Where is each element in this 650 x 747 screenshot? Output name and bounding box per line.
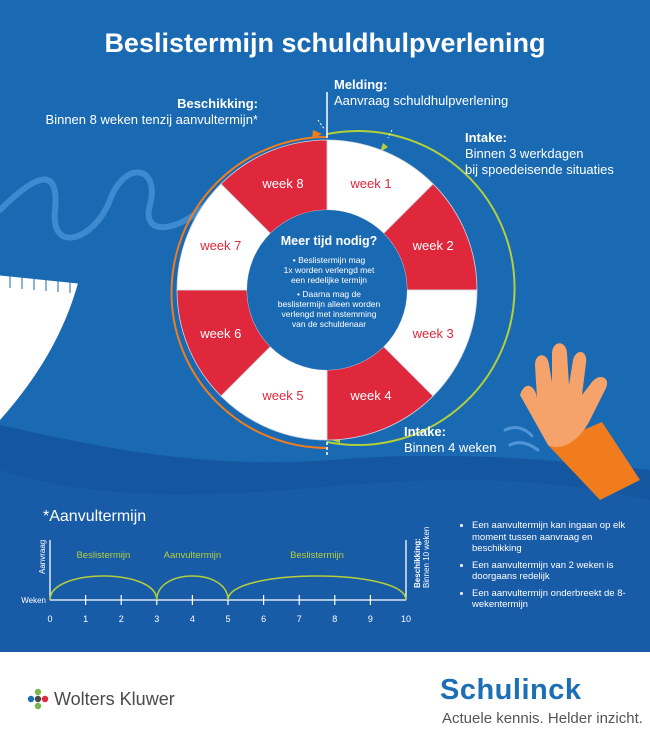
tick-label: 9 xyxy=(368,614,373,624)
period-label: Beslistermijn xyxy=(290,550,344,561)
center-bullet-line: van de schuldenaar xyxy=(292,319,366,329)
intake-pointer xyxy=(387,129,393,139)
beschikking-arc xyxy=(170,136,328,449)
tick-label: 0 xyxy=(47,614,52,624)
period-arc xyxy=(227,575,407,601)
intake-4-weeks-heading: Intake: xyxy=(404,424,446,439)
tick-label: 1 xyxy=(83,614,88,624)
intake-arc xyxy=(326,130,516,446)
sea-wave-dark xyxy=(0,470,650,652)
intake-spoed-line1: Binnen 3 werkdagen xyxy=(465,146,584,161)
week-label: week 6 xyxy=(199,326,241,341)
intake-spoed-line2: bij spoedeisende situaties xyxy=(465,162,614,177)
wolters-kluwer-logo-icon xyxy=(27,688,49,710)
period-arc xyxy=(156,575,229,601)
week-label: week 8 xyxy=(261,176,303,191)
aanvraag-vertical-label: Aanvraag xyxy=(38,540,47,574)
ship-railing-posts xyxy=(9,276,71,293)
center-bullet-line: verlengd met instemming xyxy=(282,309,377,319)
beschikking-heading: Beschikking: xyxy=(177,96,258,111)
intake-spoed-heading: Intake: xyxy=(465,130,507,145)
week-label: week 5 xyxy=(261,388,303,403)
melding-label: Melding: Aanvraag schuldhulpverlening xyxy=(334,77,508,109)
melding-text: Aanvraag schuldhulpverlening xyxy=(334,93,509,108)
schulinck-tagline: Actuele kennis. Helder inzicht. xyxy=(442,710,643,727)
tick-label: 2 xyxy=(119,614,124,624)
period-label: Aanvultermijn xyxy=(164,550,222,561)
tick-label: 8 xyxy=(332,614,337,624)
aanvultermijn-title: *Aanvultermijn xyxy=(43,508,147,525)
week-label: week 7 xyxy=(199,238,241,253)
aanvultermijn-notes: Een aanvultermijn kan ingaan op elk mome… xyxy=(464,520,644,616)
intake-spoed-label: Intake: Binnen 3 werkdagen bij spoedeise… xyxy=(465,130,614,178)
life-ring-center xyxy=(247,210,407,370)
melding-heading: Melding: xyxy=(334,77,388,92)
tick-label: 6 xyxy=(261,614,266,624)
week-label: week 1 xyxy=(349,176,391,191)
intake-4-weeks-text: Binnen 4 weken xyxy=(404,440,497,455)
footer: Wolters Kluwer Schulinck Actuele kennis.… xyxy=(0,652,650,747)
beschikking-text: Binnen 8 weken tenzij aanvultermijn* xyxy=(45,112,258,127)
life-ring xyxy=(176,139,478,441)
timeline-periods: Beslistermijn Aanvultermijn Beslistermijn xyxy=(49,550,407,601)
week-label: week 4 xyxy=(349,388,391,403)
wave-squiggle xyxy=(0,169,213,241)
center-title: Meer tijd nodig? xyxy=(281,234,378,248)
week-labels: week 1 week 2 week 3 week 4 week 5 week 6 week… xyxy=(199,176,454,403)
drowning-hand xyxy=(520,343,640,500)
weken-axis-label: Weken xyxy=(21,596,46,605)
tick-label: 10 xyxy=(401,614,411,624)
arrow-intake-3-days xyxy=(380,143,388,152)
week-label: week 3 xyxy=(412,326,454,341)
period-label: Beslistermijn xyxy=(76,550,130,561)
center-bullet-line: 1x worden verlengd met xyxy=(284,265,375,275)
aanvultermijn-timeline: Aanvraag Beschikking: Binnen 10 weken We… xyxy=(21,527,431,624)
tick-label: 3 xyxy=(154,614,159,624)
beschikking-weeks-vertical-label: Binnen 10 weken xyxy=(422,527,431,588)
arrow-beschikking xyxy=(312,130,322,139)
tick-label: 5 xyxy=(225,614,230,624)
ship-railing xyxy=(0,274,79,284)
week-label: week 2 xyxy=(412,238,454,253)
center-bullet-line: • Daarna mag de xyxy=(297,289,361,299)
tick-label: 4 xyxy=(190,614,195,624)
center-bullet-line: een redelijke termijn xyxy=(291,275,367,285)
page-title: Beslistermijn schuldhulpverlening xyxy=(104,28,546,58)
note-item: Een aanvultermijn onderbreekt de 8-weken… xyxy=(472,588,644,611)
tick-label: 7 xyxy=(297,614,302,624)
beschikking-label: Beschikking: Binnen 8 weken tenzij aanvu… xyxy=(46,96,258,128)
schulinck-logo: Schulinck xyxy=(440,674,582,706)
intake-4-weeks-label: Intake: Binnen 4 weken xyxy=(404,424,497,456)
center-bullet-line: beslistermijn alleen worden xyxy=(278,299,381,309)
wolters-kluwer-logo-text: Wolters Kluwer xyxy=(54,689,175,709)
ship-bow xyxy=(0,275,78,420)
beschikking-vertical-label: Beschikking: xyxy=(413,538,422,588)
center-bullet-line: • Beslistermijn mag xyxy=(293,255,366,265)
note-item: Een aanvultermijn kan ingaan op elk mome… xyxy=(472,520,644,555)
period-arc xyxy=(49,575,158,601)
note-item: Een aanvultermijn van 2 weken is doorgaa… xyxy=(472,560,644,583)
timeline-ticks: 0 1 2 3 4 5 6 7 8 9 10 xyxy=(47,595,411,624)
